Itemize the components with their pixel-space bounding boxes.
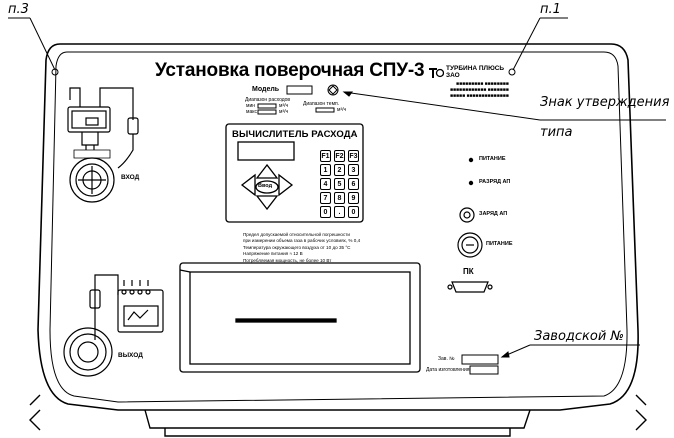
brand-address-line: ■■■■■■■■■■■■ ■■■■■■■ bbox=[450, 86, 509, 93]
pc-label: ПК bbox=[463, 267, 474, 276]
discharge-indicator-label: РАЗРЯД АП bbox=[479, 179, 511, 185]
inlet-label: ВХОД bbox=[121, 174, 140, 181]
callout-p3: п.3 bbox=[8, 2, 29, 17]
spec-line: Напряжение питания ≈ 12 В bbox=[243, 251, 303, 257]
key-digit: 0 bbox=[348, 206, 359, 218]
panel-title: Установка поверочная СПУ-3 bbox=[155, 60, 425, 81]
key-digit: 1 bbox=[320, 164, 331, 176]
callout-serial-number: Заводской № bbox=[534, 329, 624, 344]
case-handle bbox=[29, 394, 647, 437]
spec-line: Температура окружающего воздуха от 10 до… bbox=[243, 244, 351, 250]
key-digit: 9 bbox=[348, 192, 359, 204]
spec-line: Потребляемая мощность, не более 10 Вт bbox=[243, 257, 332, 263]
spec-line: Предел допускаемой относительной погрешн… bbox=[243, 232, 350, 237]
range-unit-min: м³/ч bbox=[279, 103, 289, 109]
range-max-label: макс bbox=[246, 109, 257, 115]
brand-name: ТУРБИНА ПЛЮСЬ ЗАО bbox=[446, 65, 505, 79]
brand-line-1: ТУРБИНА ПЛЮСЬ bbox=[446, 65, 505, 72]
brand-logo-icon bbox=[428, 64, 445, 78]
serial-label: Зав. № bbox=[438, 356, 455, 362]
callout-approval-mark: Знак утверждения bbox=[540, 95, 670, 110]
key-digit: 5 bbox=[334, 178, 345, 190]
brand-address: ■■■■■■■■■ ■■■■■■■■ ■■■■■■■■■■■■ ■■■■■■■ … bbox=[450, 81, 509, 99]
key-digit: 2 bbox=[334, 164, 345, 176]
callout-approval-mark-type: типа bbox=[540, 125, 573, 140]
range-right-label: Диапазон темп. bbox=[303, 101, 340, 107]
key-f1: F1 bbox=[320, 150, 331, 162]
power-switch-label: ПИТАНИЕ bbox=[486, 241, 513, 247]
callout-p1: п.1 bbox=[540, 2, 561, 17]
model-plate bbox=[257, 84, 339, 115]
serial-plate bbox=[461, 354, 499, 375]
key-digit: 3 bbox=[348, 164, 359, 176]
date-label: Дата изготовления bbox=[426, 367, 470, 373]
brand-address-line: ■■■■■ ■■■■■■■■■■■■■■ bbox=[450, 92, 509, 99]
model-label: Модель bbox=[252, 86, 280, 93]
right-controls bbox=[447, 157, 493, 293]
enter-key: Ввод bbox=[258, 183, 273, 189]
charge-label: ЗАРЯД АП bbox=[479, 211, 508, 217]
callout-leaders bbox=[8, 17, 666, 358]
key-f3: F3 bbox=[348, 150, 359, 162]
case-outline bbox=[37, 43, 639, 411]
key-digit: 6 bbox=[348, 178, 359, 190]
calculator-title: ВЫЧИСЛИТЕЛЬ РАСХОДА bbox=[232, 129, 358, 140]
range-left-label: Диапазон расходов bbox=[245, 97, 291, 103]
key-digit: 8 bbox=[334, 192, 345, 204]
range-min-label: мин bbox=[246, 103, 255, 109]
key-digit: 7 bbox=[320, 192, 331, 204]
key-f2: F2 bbox=[334, 150, 345, 162]
outlet-meter bbox=[63, 274, 164, 377]
inlet-meter bbox=[67, 87, 139, 203]
key-digit: . bbox=[334, 206, 345, 218]
spec-list: Предел допускаемой относительной погрешн… bbox=[243, 232, 360, 264]
range-unit-max: м³/ч bbox=[279, 109, 289, 115]
range-right-unit: м³/ч bbox=[337, 107, 347, 113]
spec-line: при измерении объема газа в рабочих усло… bbox=[243, 238, 361, 244]
printer-window bbox=[179, 262, 421, 373]
key-digit: 4 bbox=[320, 178, 331, 190]
key-digit: 0 bbox=[320, 206, 331, 218]
outlet-label: ВЫХОД bbox=[118, 352, 143, 359]
calculator-body bbox=[225, 123, 364, 223]
brand-line-2: ЗАО bbox=[446, 71, 460, 79]
power-indicator-label: ПИТАНИЕ bbox=[479, 156, 506, 162]
brand-address-line: ■■■■■■■■■ ■■■■■■■■ bbox=[456, 81, 509, 87]
